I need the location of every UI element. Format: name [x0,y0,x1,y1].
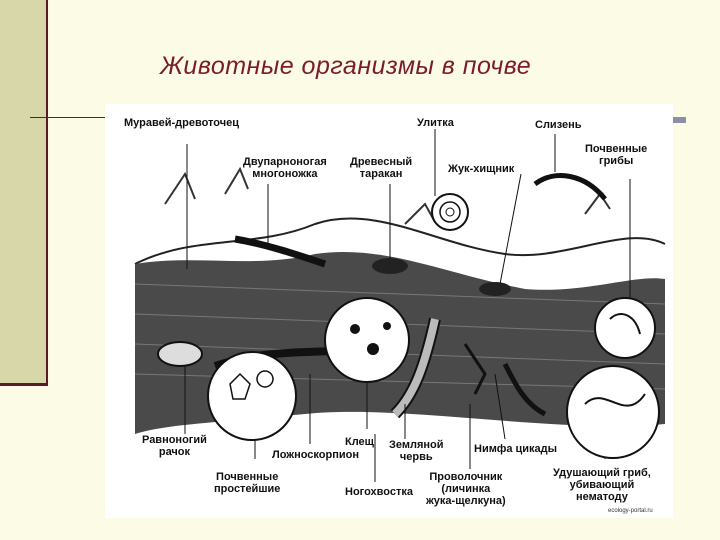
label-predator-beetle: Жук-хищник [448,163,515,175]
soil-organisms-illustration [134,129,666,482]
label-ant: Муравей-древоточец [124,117,239,129]
left-decor-bar [0,0,46,386]
label-springtail: Ногохвостка [345,486,413,498]
title-rule-left [30,117,108,118]
mites-circle [324,297,410,383]
cockroach-drawing [372,258,408,274]
soil-fungi-circle [594,297,656,359]
slide-title: Животные организмы в почве [160,52,532,80]
isopod-drawing [157,341,203,367]
image-credit: ecology-portal.ru [608,508,653,514]
millipede-drawing [234,235,327,268]
label-slug: Слизень [535,119,582,131]
protozoa-circle [207,351,297,441]
slug-drawing [533,173,607,201]
label-pseudoscorpion: Ложноскорпион [272,449,359,461]
beetle-drawing [479,282,511,296]
nematode-fungus-circle [566,365,660,459]
title-rule-right [664,117,686,123]
label-snail: Улитка [417,117,454,129]
snail-drawing [431,193,469,231]
label-cicada-nymph: Нимфа цикады [474,443,558,455]
label-tick: Клещ [345,436,374,448]
left-accent-foot [0,383,48,386]
left-accent-line [46,0,48,386]
